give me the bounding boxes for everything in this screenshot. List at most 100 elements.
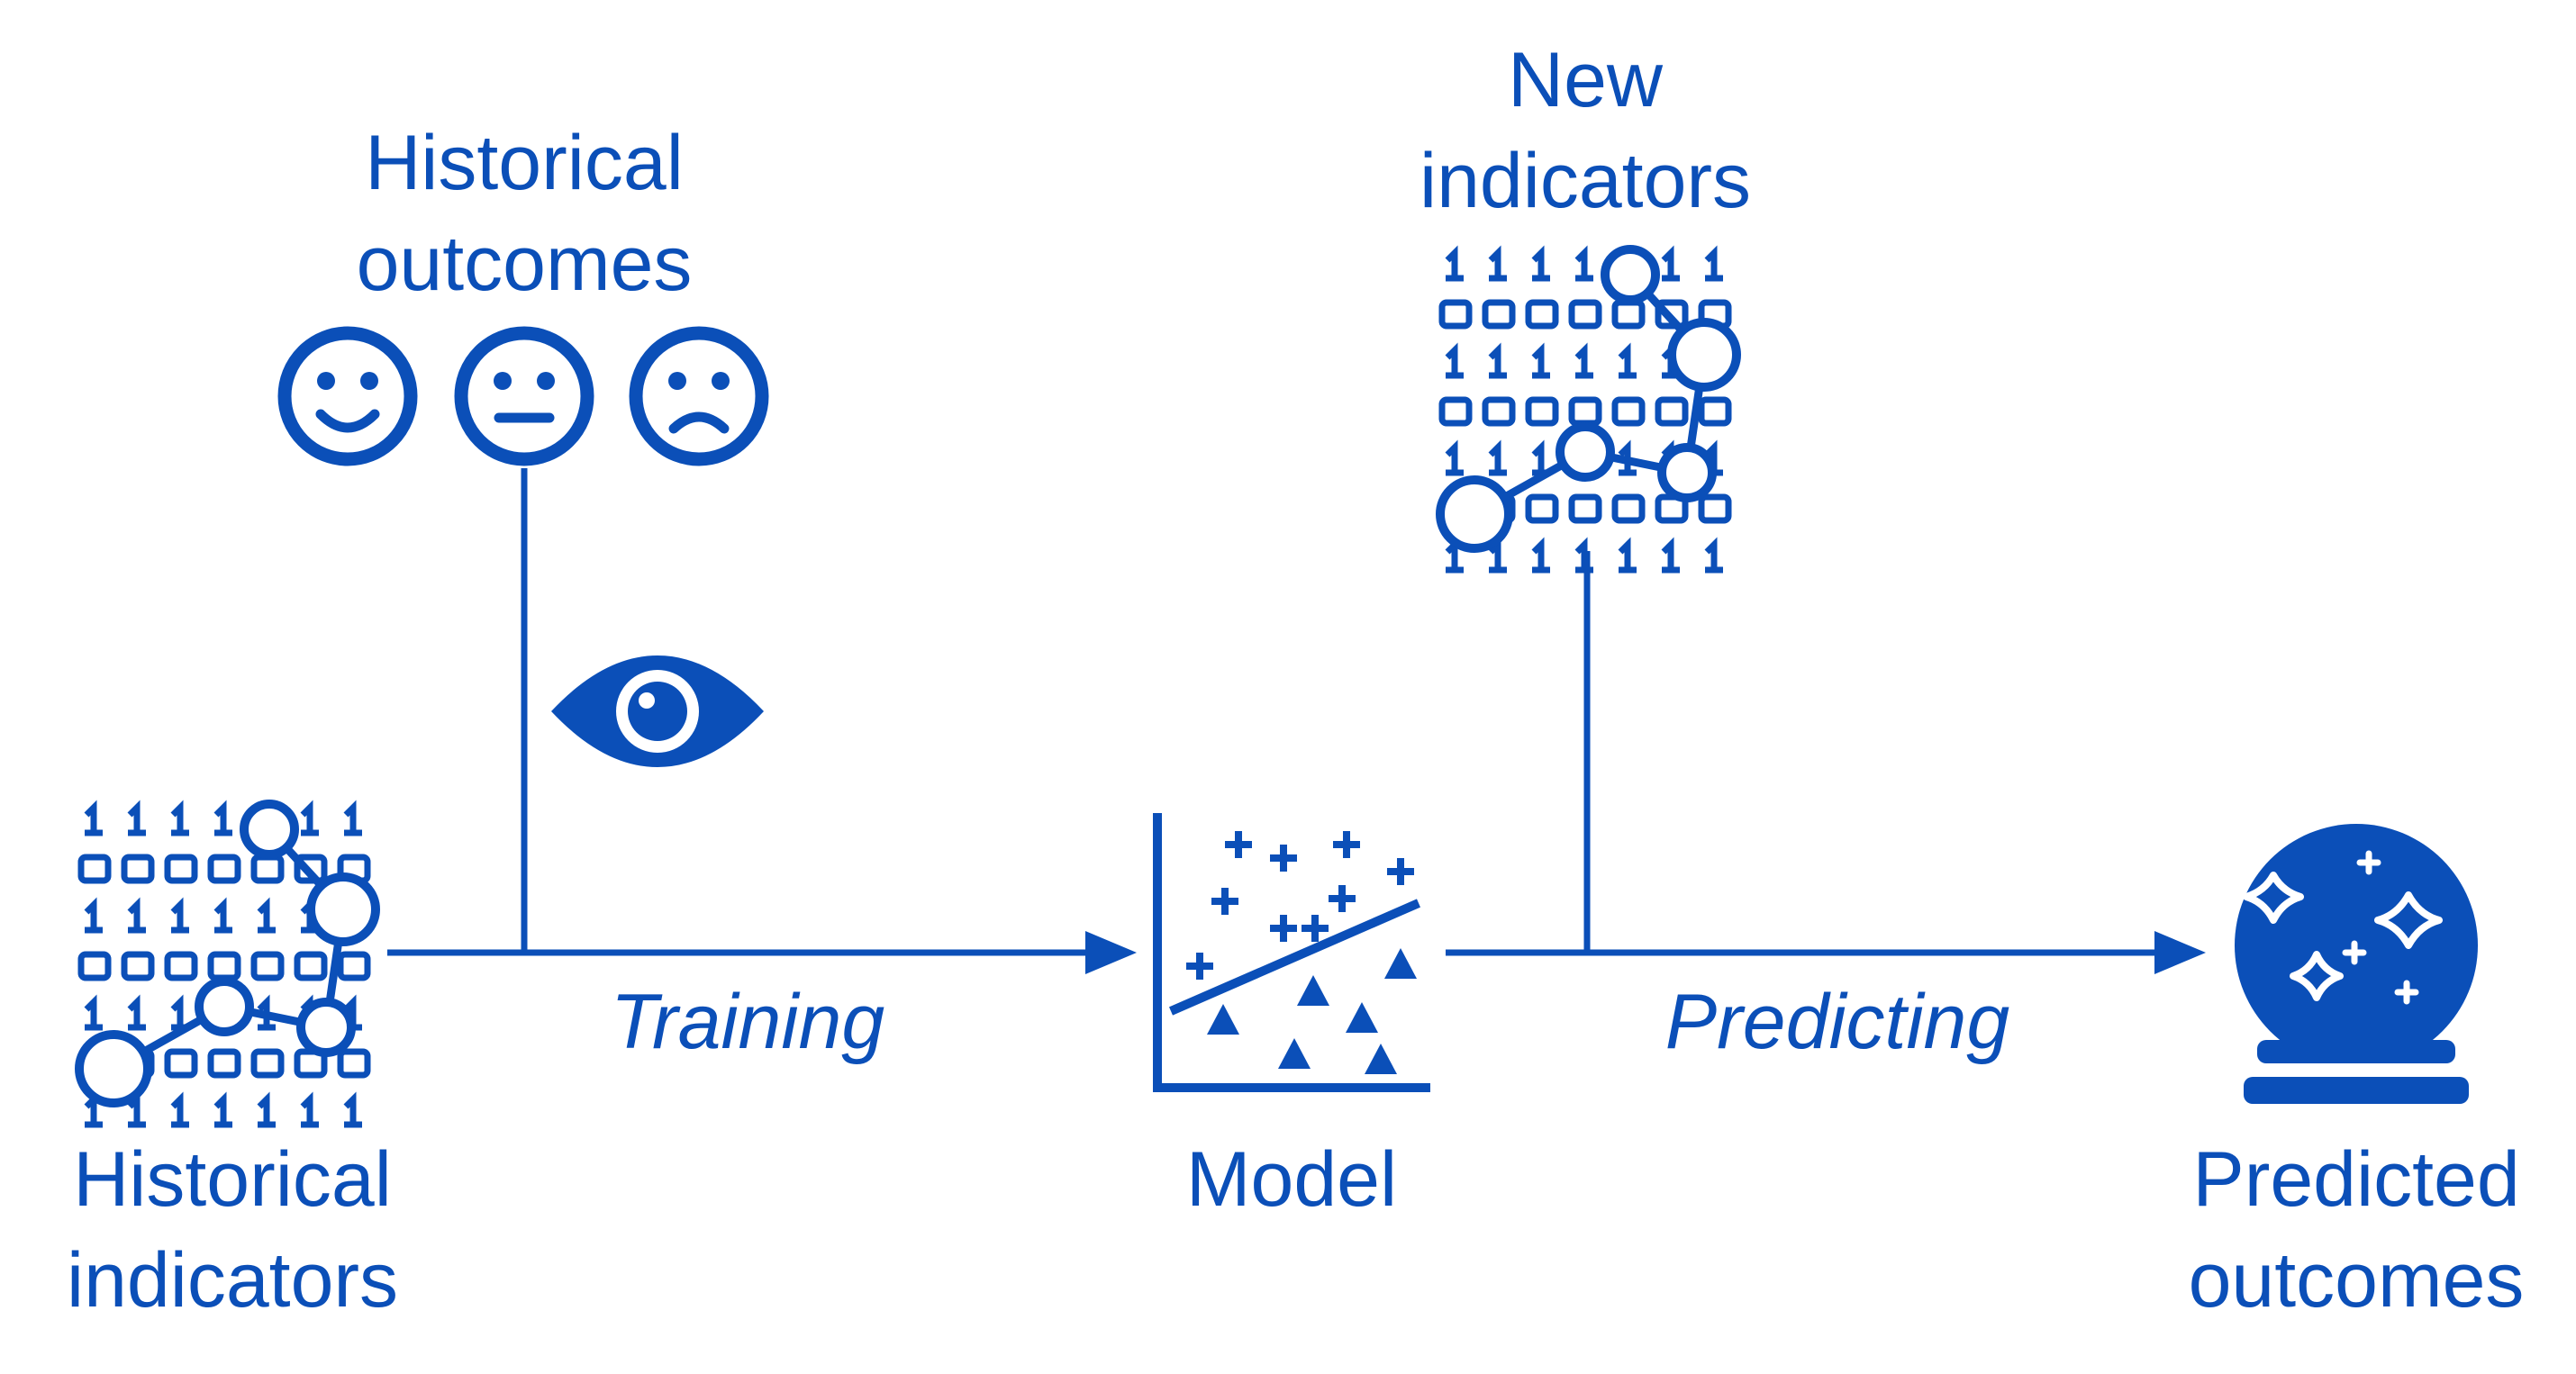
binary-rows [77,800,371,1128]
sad-face-icon [629,326,769,466]
digit-zero [1525,299,1559,330]
plus-marker [1211,888,1238,915]
training-arrowhead [1085,931,1137,974]
digit-zero [250,854,285,884]
digit-one [1574,342,1593,379]
digit-zero [250,951,285,981]
binary-rows [1438,245,1732,574]
digit-one [257,1091,276,1128]
digit-one [84,897,103,934]
triangle-marker [1297,975,1329,1006]
digit-one [213,1091,232,1128]
predicted-outcomes-line-2: outcomes [2188,1236,2525,1324]
digit-one [1445,439,1464,476]
digit-one [1445,342,1464,379]
digit-zero [1525,396,1559,427]
neutral-face-icon [454,326,594,466]
historical-indicators-line-2: indicators [66,1236,399,1324]
network-nodes [1436,245,1741,553]
digit-one [127,800,146,836]
triangle-marker [1207,1004,1239,1035]
digit-one [170,897,189,934]
digit-zero [1655,396,1689,427]
digit-zero [164,951,198,981]
digit-one [213,800,232,836]
digit-one [300,1091,319,1128]
digit-one [343,800,362,836]
digit-zero [337,951,371,981]
connectors [387,468,2157,956]
digit-one [1704,245,1723,282]
plus-marker [1302,915,1329,942]
digit-zero [207,1048,241,1079]
plus-marker [1333,831,1360,858]
digit-zero [207,854,241,884]
digit-one [170,1091,189,1128]
crystal-ball-icon [2235,824,2478,1104]
plus-marker [1387,858,1414,885]
digit-zero [1698,396,1732,427]
binary-data-chart-icon [1436,245,1741,574]
digit-zero [77,854,112,884]
triangle-markers [1207,948,1417,1074]
historical-outcomes-label: Historical outcomes [344,113,704,315]
triangle-marker [1346,1002,1378,1033]
digit-one [1488,439,1507,476]
predicted-outcomes-line-1: Predicted [2192,1136,2520,1223]
plus-marker [1186,953,1213,980]
predicting-arrowhead [2154,931,2206,974]
new-indicators-line-1: New [1507,37,1664,123]
binary-data-chart-icon [75,800,380,1128]
digit-one [213,897,232,934]
triangle-marker [1384,948,1417,979]
triangle-marker [1365,1044,1397,1074]
digit-zero [1568,493,1602,524]
digit-one [1531,342,1550,379]
new-indicators-line-2: indicators [1419,137,1752,224]
digit-one [1661,245,1680,282]
digit-zero [1655,299,1689,330]
triangle-marker [1278,1038,1311,1069]
plus-marker [1225,831,1252,858]
digit-zero [294,951,328,981]
digit-one [1661,537,1680,574]
scatter-regression-icon [1153,813,1430,1092]
digit-one [300,800,319,836]
predicted-outcomes-label: Predicted outcomes [2158,1130,2554,1332]
digit-zero [1482,396,1516,427]
plus-marker [1270,915,1297,942]
digit-one [84,994,103,1031]
digit-zero [1568,299,1602,330]
digit-zero [121,951,155,981]
digit-one [127,994,146,1031]
training-label: Training [610,979,885,1065]
happy-face-icon [277,326,418,466]
historical-indicators-line-1: Historical [73,1136,392,1223]
digit-zero [294,854,328,884]
digit-one [1574,245,1593,282]
digit-zero [1698,493,1732,524]
digit-zero [337,1048,371,1079]
digit-zero [1438,396,1473,427]
digit-one [257,897,276,934]
digit-one [1531,537,1550,574]
digit-one [1531,245,1550,282]
model-label: Model [1185,1136,1398,1223]
digit-zero [250,1048,285,1079]
network-nodes [75,800,380,1107]
digit-one [1704,537,1723,574]
digit-one [1618,537,1637,574]
digit-zero [77,951,112,981]
digit-zero [1611,396,1646,427]
historical-outcomes-line-2: outcomes [356,220,693,307]
digit-one [343,1091,362,1128]
digit-zero [1568,396,1602,427]
plus-markers [1186,831,1414,980]
digit-one [1488,342,1507,379]
digit-zero [1482,299,1516,330]
digit-one [1574,537,1593,574]
digit-one [1618,342,1637,379]
plus-marker [1329,885,1356,912]
digit-zero [207,951,241,981]
